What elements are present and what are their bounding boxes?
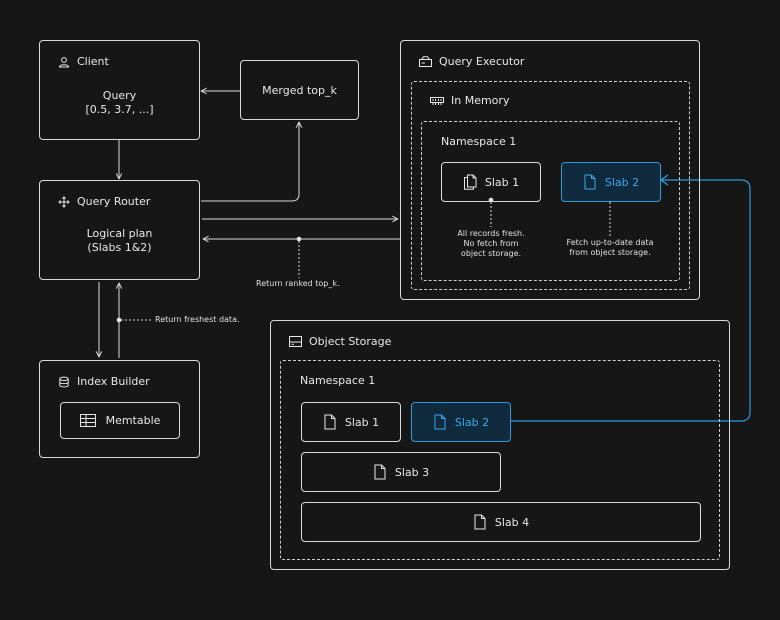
move-arrows-icon [58,195,70,208]
memory-title: In Memory [451,94,510,107]
storage-slab-2: Slab 2 [411,402,511,442]
document-icon [373,464,387,480]
storage-slab-4: Slab 4 [301,502,701,542]
storage-namespace-title: Namespace 1 [300,374,376,387]
storage-slab-3-label: Slab 3 [394,465,430,479]
client-title: Client [77,55,109,68]
return-ranked-label: Return ranked top_k. [256,279,340,288]
return-freshest-label: Return freshest data. [155,315,240,324]
document-icon [433,414,447,430]
table-icon [79,414,96,427]
arrow-router-to-merged [201,122,299,202]
query-label: Query [102,89,137,102]
return-ranked-dot [296,236,302,242]
memory-chip-icon [430,96,444,106]
document-icon [473,514,487,530]
storage-slab-3: Slab 3 [301,452,501,492]
executor-namespace-region: Namespace 1 Slab 1 Slab 2 [421,121,680,281]
object-storage-box: Object Storage Namespace 1 Slab 1 Slab 2… [270,320,730,570]
slab1-note: All records fresh. No fetch from object … [457,229,525,258]
query-value: [0.5, 3.7, ...] [85,103,154,116]
storage-slab-4-label: Slab 4 [494,515,530,529]
memory-slab-2-label: Slab 2 [604,175,640,189]
index-builder-box: Index Builder Memtable [39,360,200,458]
builder-title: Index Builder [77,375,150,388]
client-box: Client Query [0.5, 3.7, ...] [39,40,200,140]
merged-topk-label: Merged top_k [262,83,337,97]
storage-title: Object Storage [309,335,392,348]
router-title: Query Router [77,195,151,208]
storage-drive-icon [289,336,302,347]
executor-namespace-title: Namespace 1 [441,135,517,148]
plan-line1: Logical plan [86,227,153,240]
storage-slab-1-label: Slab 1 [344,415,380,429]
executor-title: Query Executor [439,55,525,68]
server-icon [419,55,432,68]
storage-slab-1: Slab 1 [301,402,401,442]
memory-slab-1: Slab 1 [441,162,541,202]
plan-line2: (Slabs 1&2) [87,241,152,254]
in-memory-region: In Memory Namespace 1 Slab 1 Slab 2 [411,81,690,290]
query-router-box: Query Router Logical plan (Slabs 1&2) [39,180,200,280]
database-icon [58,376,70,388]
memtable-box: Memtable [60,402,180,439]
storage-namespace-region: Namespace 1 Slab 1 Slab 2 Slab 3 Slab 4 [280,360,720,560]
return-freshest-dot [116,317,122,323]
document-icon [583,174,597,190]
slab2-note: Fetch up-to-date data from object storag… [566,238,654,257]
document-icon [463,174,477,190]
merged-topk-box: Merged top_k [240,60,359,120]
document-icon [323,414,337,430]
memtable-label: Memtable [105,414,161,427]
storage-slab-2-label: Slab 2 [454,415,490,429]
memory-slab-2: Slab 2 [561,162,661,202]
memory-slab-1-label: Slab 1 [484,175,520,189]
query-executor-box: Query Executor In Memory Namespace 1 Sla… [400,40,700,300]
user-icon [58,56,70,68]
